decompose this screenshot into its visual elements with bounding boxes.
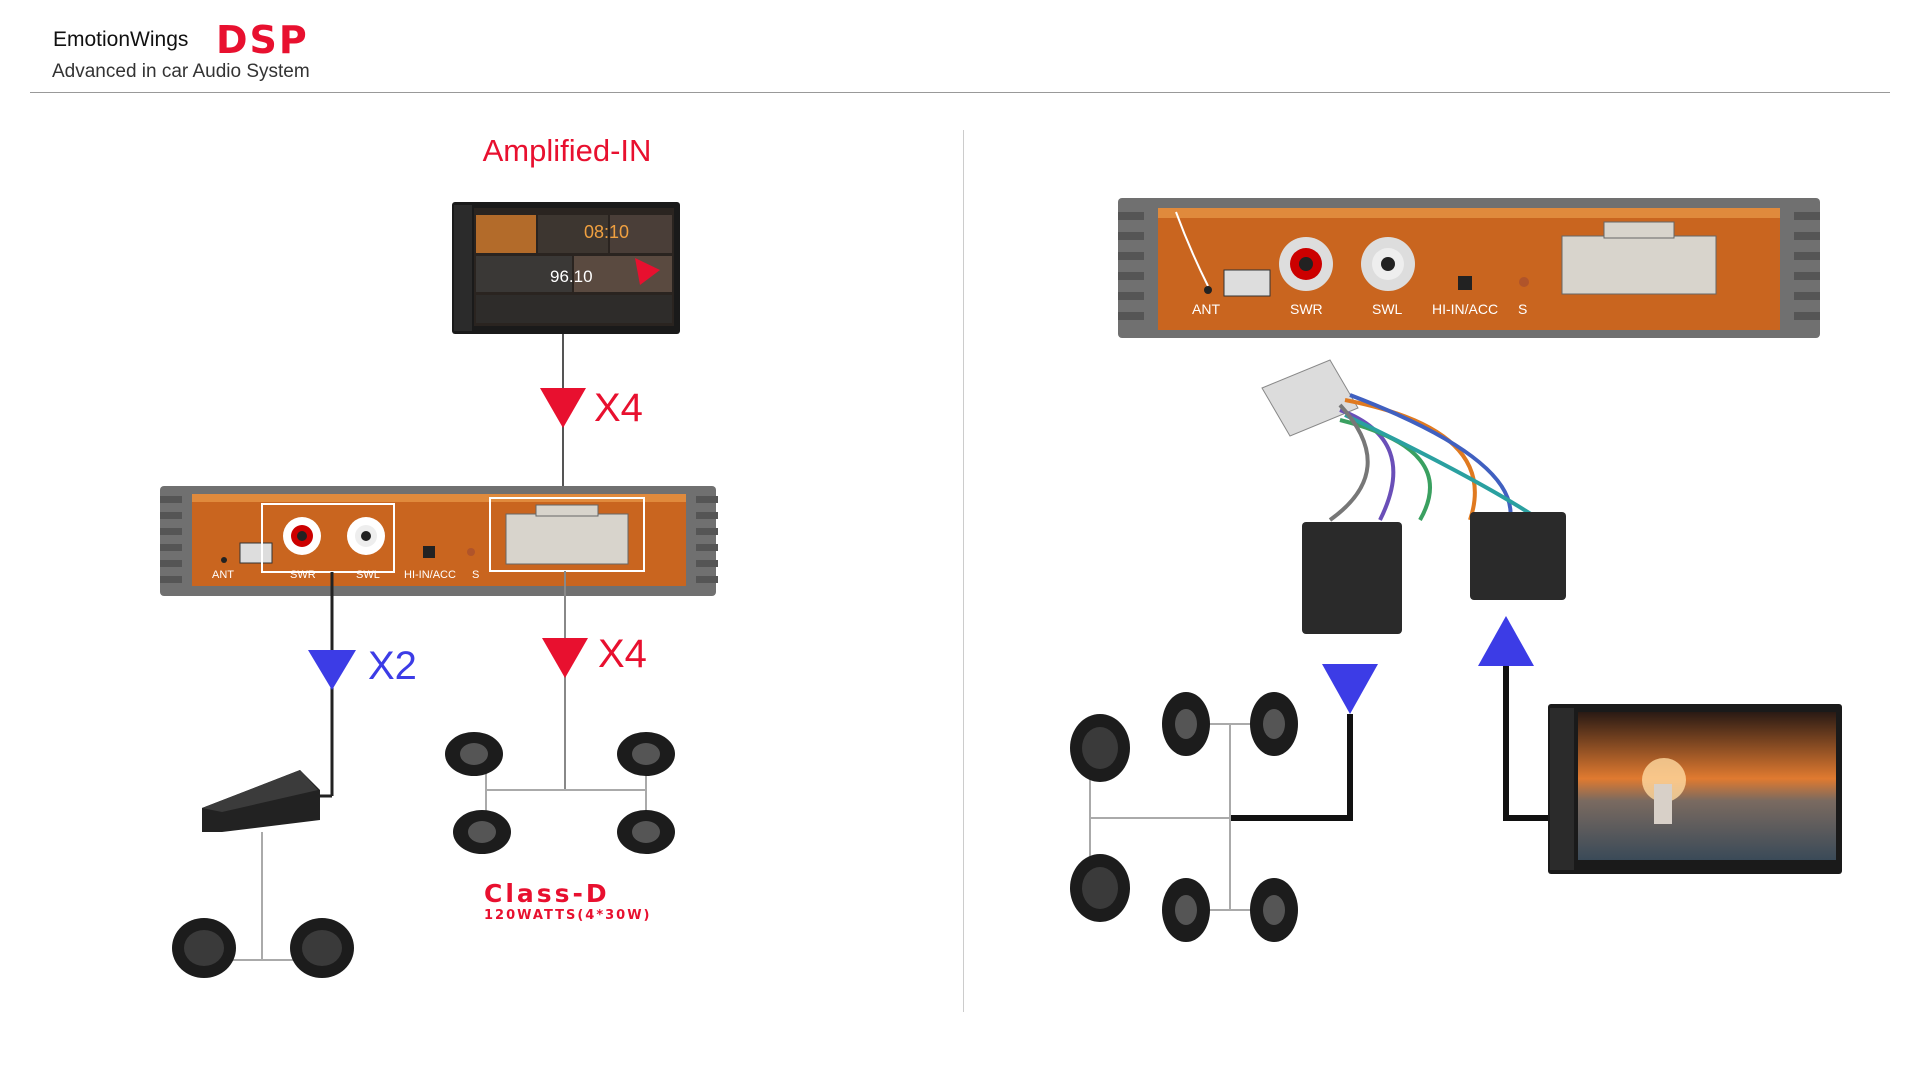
head-unit-left: 08:10 96.10 xyxy=(452,202,680,334)
dsp-left-ant-label: ANT xyxy=(212,569,234,581)
dsp-right-s-label: S xyxy=(1518,301,1527,317)
dsp-right-swl-label: SWL xyxy=(1372,301,1403,317)
dsp-unit-left: ANT SWR SWL HI-IN/ACC S xyxy=(160,486,718,596)
speaker-left-br xyxy=(617,810,675,854)
speaker-right-bl xyxy=(1162,878,1210,942)
subwoofer-left-1 xyxy=(172,918,236,978)
subwoofer-right-2 xyxy=(1070,854,1130,922)
input-arrow-up xyxy=(1478,616,1534,666)
speaker-left-tr xyxy=(617,732,675,776)
subwoofer-left-2 xyxy=(290,918,354,978)
input-arrow-down xyxy=(540,388,586,428)
speaker-arrow-down xyxy=(542,638,588,678)
dsp-left-swl-label: SWL xyxy=(356,569,380,581)
head-unit-clock: 08:10 xyxy=(584,222,629,242)
dsp-right-ant-label: ANT xyxy=(1192,301,1220,317)
iso-harness xyxy=(1262,360,1566,634)
dsp-left-s-label: S xyxy=(472,569,479,581)
speaker-left-tl xyxy=(445,732,503,776)
subwoofer-right-1 xyxy=(1070,714,1130,782)
speaker-right-tr xyxy=(1250,692,1298,756)
head-unit-frequency: 96.10 xyxy=(550,267,593,286)
dsp-left-hiin-label: HI-IN/ACC xyxy=(404,569,456,581)
dsp-right-hiin-label: HI-IN/ACC xyxy=(1432,301,1498,317)
output-arrow-down xyxy=(1322,664,1378,714)
dsp-unit-right: ANT SWR SWL HI-IN/ACC S xyxy=(1118,198,1820,338)
input-multiplier-label: X4 xyxy=(594,386,643,431)
speaker-right-br xyxy=(1250,878,1298,942)
amp-class-label: Class-D xyxy=(484,879,610,908)
sub-arrow-down xyxy=(308,650,356,690)
dsp-left-swr-label: SWR xyxy=(290,569,316,581)
speaker-right-tl xyxy=(1162,692,1210,756)
speaker-multiplier-label: X4 xyxy=(598,632,647,677)
head-unit-right xyxy=(1548,704,1842,874)
sub-multiplier-label: X2 xyxy=(368,644,417,689)
amp-power-label: 120WATTS(4*30W) xyxy=(484,908,652,923)
subwoofer-amplifier xyxy=(202,770,320,832)
speaker-left-bl xyxy=(453,810,511,854)
dsp-right-swr-label: SWR xyxy=(1290,301,1323,317)
